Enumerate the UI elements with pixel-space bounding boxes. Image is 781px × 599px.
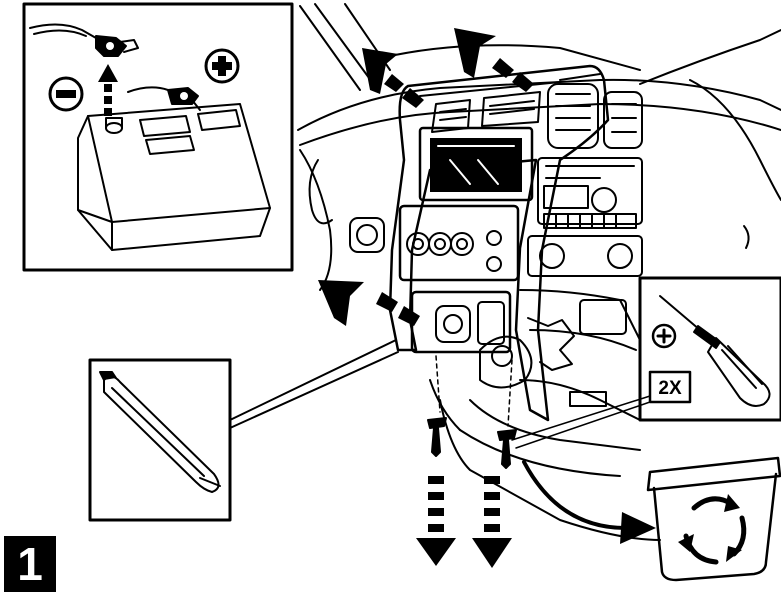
trim-removal-tool-icon xyxy=(100,372,220,492)
positive-cable xyxy=(128,87,200,110)
plus-circle-icon xyxy=(206,50,238,82)
recycle-bin xyxy=(648,458,780,580)
minus-circle-icon xyxy=(50,78,82,110)
disconnect-arrow xyxy=(98,64,118,116)
bezel-pull-arrow-upper-left xyxy=(362,48,424,108)
step-number-badge: 1 xyxy=(4,536,56,592)
phillips-plus-circle-icon xyxy=(653,325,675,347)
dash-trim-bezel xyxy=(390,66,608,420)
screw-left xyxy=(428,356,446,456)
battery-inset xyxy=(24,4,292,270)
negative-cable xyxy=(30,24,138,56)
bezel-pull-arrow-lower-left xyxy=(318,280,420,326)
trim-tool-callout xyxy=(90,340,398,520)
battery xyxy=(78,104,270,250)
screw-removal-arrow-left xyxy=(416,476,456,566)
bezel-pull-arrow-upper-right xyxy=(454,28,534,92)
recycle-arrows-icon xyxy=(678,494,744,562)
quantity-label: 2X xyxy=(658,378,682,399)
